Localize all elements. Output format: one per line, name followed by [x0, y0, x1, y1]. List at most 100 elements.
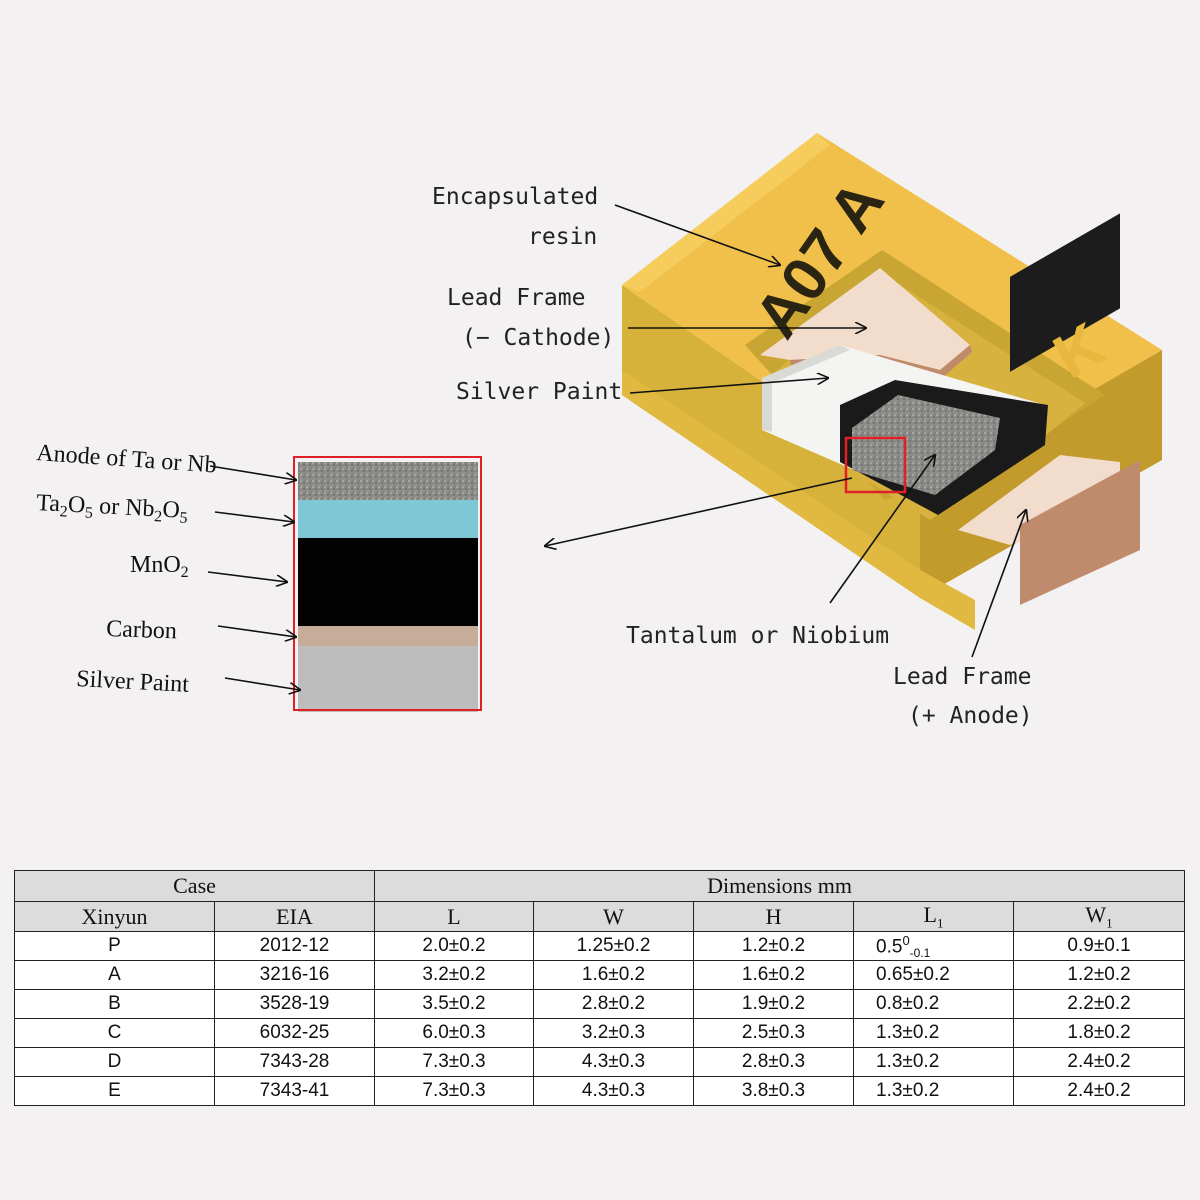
cell-eia: 7343-28 — [213, 1047, 376, 1078]
label-anode-ta-nb: Anode of Ta or Nb — [36, 440, 218, 479]
cell-xinyun: C — [14, 1018, 215, 1049]
cell-w: 1.6±0.2 — [533, 960, 695, 991]
table-header-row-2: Xinyun EIA L W H L1 W1 — [14, 900, 1186, 933]
cell-w: 4.3±0.3 — [533, 1076, 695, 1107]
capacitor-body: A07 A K — [622, 133, 1162, 630]
col-xinyun: Xinyun — [14, 900, 215, 933]
cell-l: 7.3±0.3 — [374, 1047, 535, 1078]
cell-h: 1.2±0.2 — [693, 931, 855, 962]
table-row: P 2012-12 2.0±0.2 1.25±0.2 1.2±0.2 0.50-… — [14, 931, 1186, 962]
arrow-tantalum — [829, 455, 935, 604]
cell-l: 3.5±0.2 — [374, 989, 535, 1020]
dimensions-table: Case Dimensions mm Xinyun EIA L W H L1 W… — [13, 870, 1186, 1107]
label-encapsulated-resin-2: resin — [528, 224, 597, 250]
arrow-layer-carbon — [217, 625, 296, 637]
tantalum-pellet — [852, 395, 1000, 495]
label-tantalum: Tantalum or Niobium — [626, 623, 889, 649]
layer-mno2 — [298, 538, 478, 626]
arrow-layer-silver — [224, 677, 300, 690]
cell-l1: 1.3±0.2 — [853, 1076, 1015, 1107]
cell-l: 3.2±0.2 — [374, 960, 535, 991]
cell-eia: 2012-12 — [213, 931, 376, 962]
header-dimensions: Dimensions mm — [374, 870, 1186, 902]
layer-stack — [293, 456, 482, 712]
silver-paint-shadow — [762, 345, 850, 432]
table-row: D 7343-28 7.3±0.3 4.3±0.3 2.8±0.3 1.3±0.… — [14, 1047, 1186, 1078]
arrow-detail — [545, 477, 853, 546]
table-row: E 7343-41 7.3±0.3 4.3±0.3 3.8±0.3 1.3±0.… — [14, 1076, 1186, 1107]
label-lead-frame-anode-2: (+ Anode) — [908, 703, 1033, 729]
cell-l: 6.0±0.3 — [374, 1018, 535, 1049]
cell-l1: 1.3±0.2 — [853, 1018, 1015, 1049]
cell-l1: 0.65±0.2 — [853, 960, 1015, 991]
cell-w1: 2.2±0.2 — [1013, 989, 1186, 1020]
cell-xinyun: D — [14, 1047, 215, 1078]
cell-eia: 3216-16 — [213, 960, 376, 991]
cell-eia: 7343-41 — [213, 1076, 376, 1107]
cathode-lead-frame — [760, 268, 970, 370]
arrow-resin — [614, 204, 780, 265]
cell-h: 2.8±0.3 — [693, 1047, 855, 1078]
arrow-layer-mno2 — [207, 571, 287, 582]
col-h: H — [693, 900, 855, 933]
cell-xinyun: B — [14, 989, 215, 1020]
table-row: B 3528-19 3.5±0.2 2.8±0.2 1.9±0.2 0.8±0.… — [14, 989, 1186, 1020]
layer-dielectric — [298, 500, 478, 538]
label-silver-paint: Silver Paint — [456, 379, 622, 405]
table-header-row-1: Case Dimensions mm — [13, 870, 1186, 902]
layer-silver — [298, 646, 478, 712]
col-eia: EIA — [213, 900, 376, 933]
layer-carbon — [298, 626, 478, 646]
label-lead-frame-cathode-2: (− Cathode) — [462, 325, 614, 351]
col-w1: W1 — [1013, 900, 1186, 933]
cell-h: 1.6±0.2 — [693, 960, 855, 991]
cell-xinyun: P — [14, 931, 215, 962]
label-encapsulated-resin: Encapsulated — [432, 184, 598, 210]
cell-l1: 1.3±0.2 — [853, 1047, 1015, 1078]
cell-w1: 2.4±0.2 — [1013, 1076, 1186, 1107]
cell-w: 3.2±0.3 — [533, 1018, 695, 1049]
cell-xinyun: E — [14, 1076, 215, 1107]
col-l: L — [374, 900, 535, 933]
resin-top-bevel — [622, 133, 830, 292]
table-row: C 6032-25 6.0±0.3 3.2±0.3 2.5±0.3 1.3±0.… — [14, 1018, 1186, 1049]
label-mno2: MnO2 — [130, 552, 189, 581]
label-lead-frame-anode: Lead Frame — [893, 664, 1031, 690]
capacitor-diagram: A07 A K Encapsulated resin Lead Frame (−… — [36, 133, 1162, 729]
cell-l1: 0.8±0.2 — [853, 989, 1015, 1020]
layer-anode — [298, 462, 478, 500]
cell-w1: 1.2±0.2 — [1013, 960, 1186, 991]
cell-eia: 6032-25 — [213, 1018, 376, 1049]
cell-l: 2.0±0.2 — [374, 931, 535, 962]
col-l1: L1 — [853, 900, 1015, 933]
cell-w: 2.8±0.2 — [533, 989, 695, 1020]
table-row: A 3216-16 3.2±0.2 1.6±0.2 1.6±0.2 0.65±0… — [14, 960, 1186, 991]
label-lead-frame-cathode: Lead Frame — [447, 285, 585, 311]
cell-w: 1.25±0.2 — [533, 931, 695, 962]
anode-copper-cap — [1020, 460, 1140, 605]
cell-l1: 0.50-0.1 — [853, 931, 1015, 962]
resin-bottom-rim — [622, 370, 975, 630]
arrow-silver — [629, 378, 828, 394]
label-dielectric: Ta2O5 or Nb2O5 — [36, 490, 189, 527]
cell-w1: 0.9±0.1 — [1013, 931, 1186, 962]
cell-xinyun: A — [14, 960, 215, 991]
arrow-layer-anode — [209, 465, 296, 480]
highlight-box — [844, 436, 907, 494]
cell-w: 4.3±0.3 — [533, 1047, 695, 1078]
label-silver-paint-layer: Silver Paint — [76, 666, 190, 698]
cell-h: 3.8±0.3 — [693, 1076, 855, 1107]
cell-h: 1.9±0.2 — [693, 989, 855, 1020]
label-carbon: Carbon — [106, 616, 178, 644]
arrow-layer-dielectric — [214, 511, 294, 522]
cell-w1: 2.4±0.2 — [1013, 1047, 1186, 1078]
cell-l: 7.3±0.3 — [374, 1076, 535, 1107]
cell-eia: 3528-19 — [213, 989, 376, 1020]
cell-h: 2.5±0.3 — [693, 1018, 855, 1049]
col-w: W — [533, 900, 695, 933]
cell-w1: 1.8±0.2 — [1013, 1018, 1186, 1049]
arrow-anode — [971, 510, 1026, 658]
resin-front-face — [622, 285, 920, 598]
header-case: Case — [13, 870, 376, 902]
polarity-band — [1010, 213, 1120, 372]
